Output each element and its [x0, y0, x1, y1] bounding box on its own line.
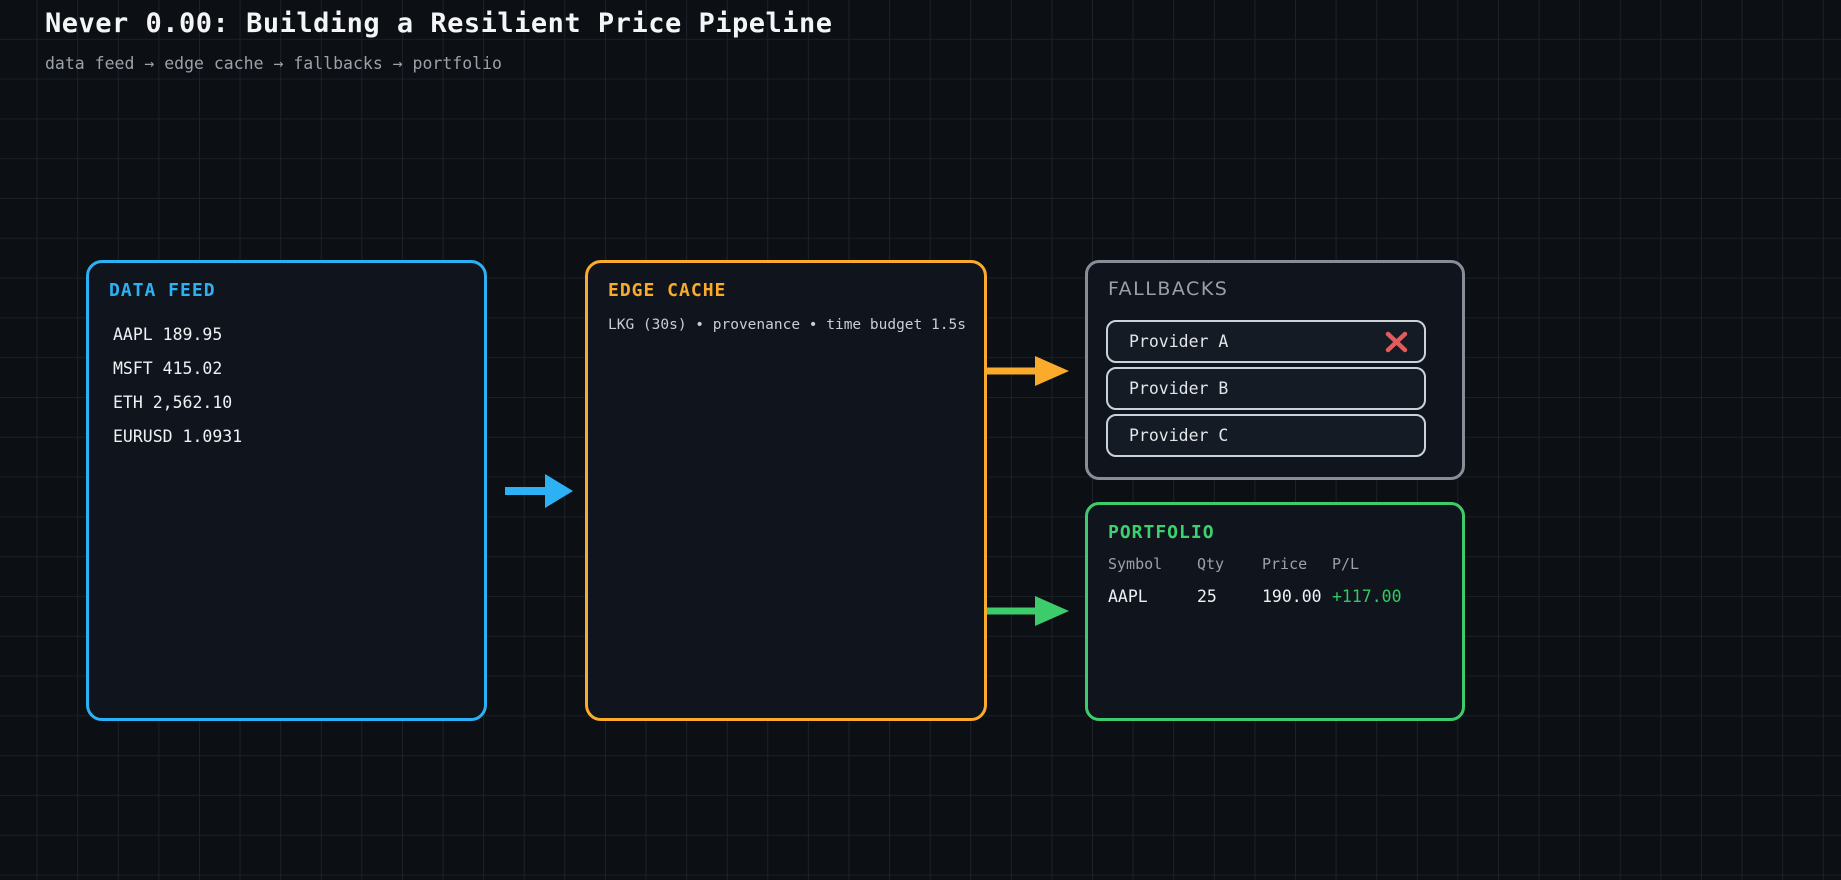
quote-row: MSFT 415.02	[113, 359, 223, 378]
provider-label: Provider A	[1129, 332, 1229, 351]
arrow-feed-to-cache-icon	[505, 474, 573, 508]
portfolio-table-header: Symbol Qty Price P/L	[1108, 555, 1444, 573]
cell-symbol: AAPL	[1108, 587, 1148, 606]
provider-list: Provider A Provider B Provider C	[1106, 320, 1426, 457]
provider-row-c[interactable]: Provider C	[1106, 414, 1426, 457]
data-feed-panel: DATA FEED AAPL 189.95 MSFT 415.02 ETH 2,…	[86, 260, 487, 721]
column-header-price: Price	[1262, 555, 1308, 573]
quote-row: ETH 2,562.10	[113, 393, 233, 412]
arrow-cache-to-fallbacks-icon	[987, 356, 1069, 386]
data-feed-title: DATA FEED	[109, 280, 216, 301]
portfolio-table: Symbol Qty Price P/L AAPL 25 190.00 +117…	[1108, 555, 1444, 606]
quote-row: AAPL 189.95	[113, 325, 223, 344]
column-header-pl: P/L	[1332, 555, 1360, 573]
arrow-cache-to-portfolio-icon	[987, 596, 1069, 626]
portfolio-panel: PORTFOLIO Symbol Qty Price P/L AAPL 25 1…	[1085, 502, 1465, 721]
cell-price: 190.00	[1262, 587, 1322, 606]
provider-row-b[interactable]: Provider B	[1106, 367, 1426, 410]
page-subtitle: data feed → edge cache → fallbacks → por…	[45, 54, 502, 73]
edge-cache-panel: EDGE CACHE LKG (30s) • provenance • time…	[585, 260, 987, 721]
table-row: AAPL 25 190.00 +117.00	[1108, 587, 1444, 606]
provider-label: Provider C	[1129, 426, 1229, 445]
page-title: Never 0.00: Building a Resilient Price P…	[45, 8, 833, 39]
provider-row-a[interactable]: Provider A	[1106, 320, 1426, 363]
column-header-qty: Qty	[1197, 555, 1225, 573]
cell-pl: +117.00	[1332, 587, 1402, 606]
fallbacks-panel: FALLBACKS Provider A Provider B Provider…	[1085, 260, 1465, 480]
quote-row: EURUSD 1.0931	[113, 427, 243, 446]
portfolio-title: PORTFOLIO	[1108, 522, 1215, 543]
quote-list: AAPL 189.95 MSFT 415.02 ETH 2,562.10 EUR…	[113, 325, 242, 461]
cell-qty: 25	[1197, 587, 1217, 606]
edge-cache-title: EDGE CACHE	[608, 280, 727, 301]
provider-failed-x-icon	[1385, 331, 1408, 352]
fallbacks-title: FALLBACKS	[1108, 278, 1229, 300]
edge-cache-subtitle: LKG (30s) • provenance • time budget 1.5…	[608, 317, 966, 333]
provider-label: Provider B	[1129, 379, 1229, 398]
column-header-symbol: Symbol	[1108, 555, 1163, 573]
